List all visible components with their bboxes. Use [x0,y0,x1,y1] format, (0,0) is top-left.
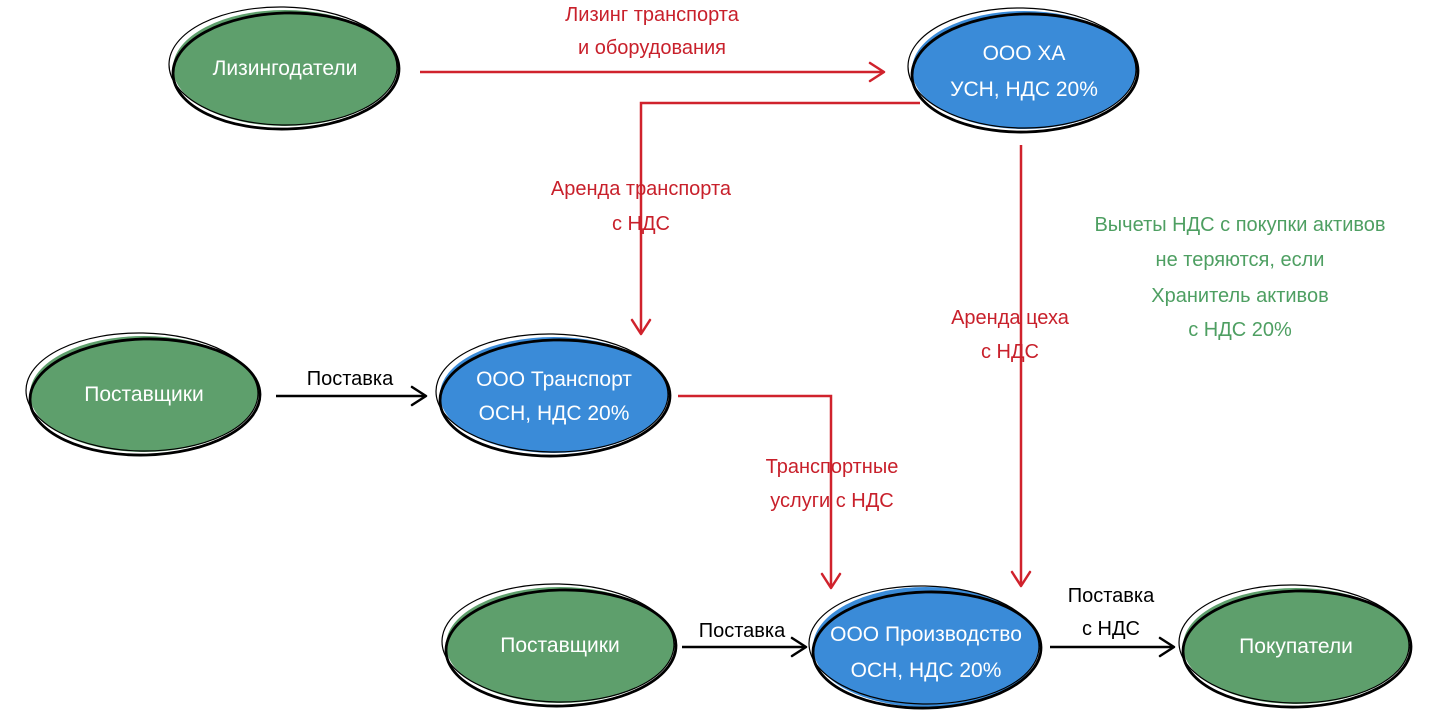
edge-transport-rent [630,101,920,336]
label-workshop-rent-line1: Аренда цеха [951,307,1070,329]
label-supply-vat-line2: с НДС [1082,618,1140,640]
node-ooo-transport[interactable]: ООО Транспорт ОСН, НДС 20% [435,332,672,459]
node-shape [440,337,668,453]
node-shape [912,11,1136,129]
edge-leasing [420,61,886,83]
note-line1: Вычеты НДС с покупки активов [1094,214,1385,236]
label-transport-rent-line2: с НДС [612,213,670,235]
node-buyers[interactable]: Покупатели [1178,583,1413,710]
node-shape [173,10,397,126]
vat-deduction-note: Вычеты НДС с покупки активов не теряются… [1094,214,1385,341]
label-supply-top: Поставка [307,368,394,390]
label-leasing-line2: и оборудования [578,37,726,59]
label-supply-vat: Поставка с НДС [1068,585,1155,640]
label-supply-vat-line1: Поставка [1068,585,1155,607]
node-suppliers-top[interactable]: Поставщики [25,331,262,458]
node-ooo-ha[interactable]: ООО ХА УСН, НДС 20% [907,6,1140,135]
label-transport-rent-line1: Аренда транспорта [551,178,732,200]
label-leasing: Лизинг транспорта и оборудования [565,4,740,59]
note-line2: не теряются, если [1156,249,1325,271]
edge-supply-bottom [682,636,808,658]
node-shape [446,587,674,703]
note-line4: с НДС 20% [1188,319,1292,341]
node-shape [1183,588,1409,704]
node-label: Покупатели [1239,635,1353,658]
node-shape [813,587,1039,707]
edge-supply-top [276,385,428,407]
label-supply-bottom: Поставка [699,620,786,642]
node-suppliers-bottom[interactable]: Поставщики [441,582,678,709]
label-workshop-rent: Аренда цеха с НДС [951,307,1070,363]
node-label: Лизингодатели [213,57,358,80]
node-label-line1: ООО ХА [983,42,1066,65]
node-label: Поставщики [500,634,619,657]
node-label-line2: ОСН, НДС 20% [851,659,1002,682]
label-transport-services: Транспортные услуги с НДС [766,456,899,512]
node-label-line1: ООО Производство [830,623,1022,646]
label-transport-rent: Аренда транспорта с НДС [551,178,732,235]
edge-supply-vat [1050,636,1176,658]
node-shape [30,336,258,452]
label-workshop-rent-line2: с НДС [981,341,1039,363]
node-label: Поставщики [84,383,203,406]
node-label-line2: ОСН, НДС 20% [479,402,630,425]
node-ooo-production[interactable]: ООО Производство ОСН, НДС 20% [808,584,1043,711]
node-label-line2: УСН, НДС 20% [950,78,1098,101]
label-leasing-line1: Лизинг транспорта [565,4,740,26]
note-line3: Хранитель активов [1151,285,1328,307]
edge-transport-services [678,394,842,590]
label-transport-services-line2: услуги с НДС [770,490,893,512]
node-label-line1: ООО Транспорт [476,368,632,391]
label-transport-services-line1: Транспортные [766,456,899,478]
node-lessors[interactable]: Лизингодатели [168,5,401,132]
edge-workshop-rent [1010,145,1032,588]
